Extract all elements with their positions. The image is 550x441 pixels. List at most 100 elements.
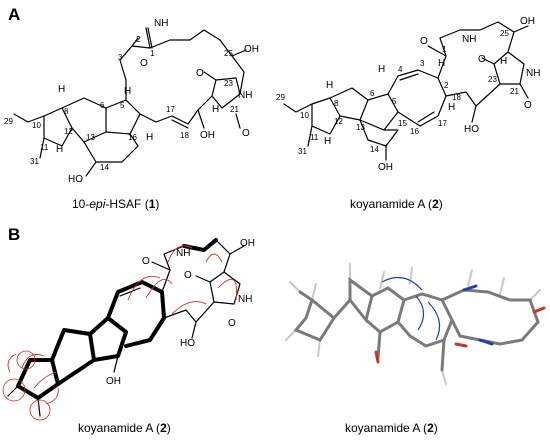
c2-h8-label: H (326, 80, 333, 91)
c-stick-ring-3 (364, 286, 406, 334)
c1-o21-label: O (242, 128, 250, 139)
c2-c21-o (519, 83, 529, 99)
hmbc-arrow-4 (45, 387, 59, 405)
b-ring-octa (106, 280, 166, 348)
c1-ring-c (83, 133, 139, 163)
c1-c18-oh (197, 109, 205, 129)
c2-num-21: 21 (510, 87, 519, 96)
b-c18-link (163, 301, 215, 323)
c2-ring-c (359, 119, 399, 147)
b-oh25-bond (229, 245, 245, 255)
c1-h23-label: H (212, 104, 219, 115)
c2-num-13: 13 (356, 123, 365, 132)
c2-num-8: 8 (334, 99, 339, 108)
b-octa-double (119, 287, 141, 297)
c1-num-14: 14 (100, 163, 109, 172)
h-stick-3 (285, 329, 297, 341)
noesy-arrow-1 (381, 276, 423, 291)
c2-h2-label: H (438, 58, 445, 69)
o-stick-2 (454, 342, 468, 348)
c1-ho14-label: HO (68, 174, 83, 185)
b-nh2-label: NH (238, 294, 252, 305)
c2-tetramic-ring (493, 51, 525, 85)
c1-oh25-label: OH (244, 44, 259, 55)
c1-diene-double (171, 119, 189, 129)
c2-num-5: 5 (392, 97, 397, 106)
c1-num-1: 1 (150, 49, 155, 58)
c2-o21-label: O (524, 100, 532, 111)
c1-num-11: 11 (40, 143, 49, 152)
noesy-arrow-3 (427, 301, 441, 341)
koyanamide-correlations-2d: NH OH O O NH O HO OH (2, 238, 255, 421)
c1-c2c3-double (131, 37, 139, 47)
c2-num-31: 31 (298, 147, 307, 156)
h-stick-10 (529, 289, 541, 301)
b-c1-o (151, 261, 171, 271)
o-stick-3 (532, 306, 546, 314)
c1-c1-o-2 (147, 27, 153, 49)
c2-oh25-bond (513, 25, 529, 33)
c1-h5-label: H (124, 86, 131, 97)
c2-c=o (481, 57, 495, 65)
n-stick-1 (462, 284, 478, 292)
b-oh25-label: OH (240, 238, 255, 249)
c2-methyl-31 (307, 125, 313, 147)
c2-ring-cyclopentane (311, 97, 341, 135)
c1-num-6: 6 (100, 101, 105, 110)
c2-c18-link (445, 83, 501, 107)
b-ring-a (50, 328, 96, 386)
c2-num-12: 12 (334, 117, 343, 126)
c2-c18-oh (471, 105, 477, 123)
c1-oh18-label: OH (200, 130, 215, 141)
c1-chain-top (119, 29, 221, 101)
c1-c21-o (235, 113, 241, 129)
c2-chain-top (437, 21, 515, 79)
b-methyl (37, 397, 41, 417)
c1-c=o (203, 71, 217, 81)
hmbc-arrow-7 (167, 245, 193, 263)
c1-o-tetramic-label: O (196, 68, 204, 79)
c1-o1-label: O (140, 58, 148, 69)
c1-num-8: 8 (64, 107, 69, 116)
c1-chain-right (219, 39, 245, 109)
c1-nh-label: NH (154, 18, 168, 29)
hmbc-arrow-1 (7, 353, 17, 373)
h-stick-1 (289, 281, 301, 293)
c2-num-17: 17 (438, 119, 447, 128)
c2-num-14: 14 (370, 145, 379, 154)
b-o-tetramic-label: O (184, 270, 192, 281)
hmbc-arrow-6 (145, 278, 173, 299)
c2-num-2: 2 (444, 81, 449, 90)
n-stick-2 (478, 338, 494, 346)
h-stick-11 (441, 369, 447, 385)
b-nh-label: NH (176, 248, 190, 259)
c-stick-oh (376, 330, 382, 360)
hmbc-arrow-9 (217, 278, 238, 301)
koyanamide-3d-model (285, 263, 546, 385)
b-ring-b (88, 316, 128, 362)
b-c=o (195, 275, 211, 283)
c2-nh2-label: NH (526, 68, 540, 79)
c2-ethyl (283, 103, 313, 113)
c2-c1-o (427, 45, 447, 57)
hmbc-arrow-2 (21, 354, 45, 369)
c-stick-down (440, 338, 446, 372)
cosy-ring-2 (29, 399, 51, 421)
c-stick-ring-2 (332, 277, 374, 324)
c2-num-4: 4 (398, 65, 403, 74)
c1-h12-label: H (56, 144, 63, 155)
c1-ring-cyclopentane (43, 107, 73, 147)
b-oh-bond (113, 355, 119, 373)
c1-num-13: 13 (86, 133, 95, 142)
compound-2-structure: NH OH O O NH O HO OH H H H H H H 1 2 3 4… (276, 16, 540, 173)
c2-h23-label: H (500, 56, 507, 67)
c2-num-3: 3 (420, 59, 425, 68)
caption-b-left: koyanamide A (2) (78, 421, 171, 435)
c1-oh25-bond (231, 49, 247, 57)
hmbc-arrow-8 (205, 253, 223, 263)
o-stick-1 (374, 350, 380, 364)
c-stick-ring-1 (293, 290, 336, 342)
compound-1-structure: NH OH O O NH O OH HO H H H H H 1 2 3 5 6… (4, 18, 259, 185)
c2-num-16: 16 (410, 127, 419, 136)
c2-oh18-label: HO (464, 124, 479, 135)
